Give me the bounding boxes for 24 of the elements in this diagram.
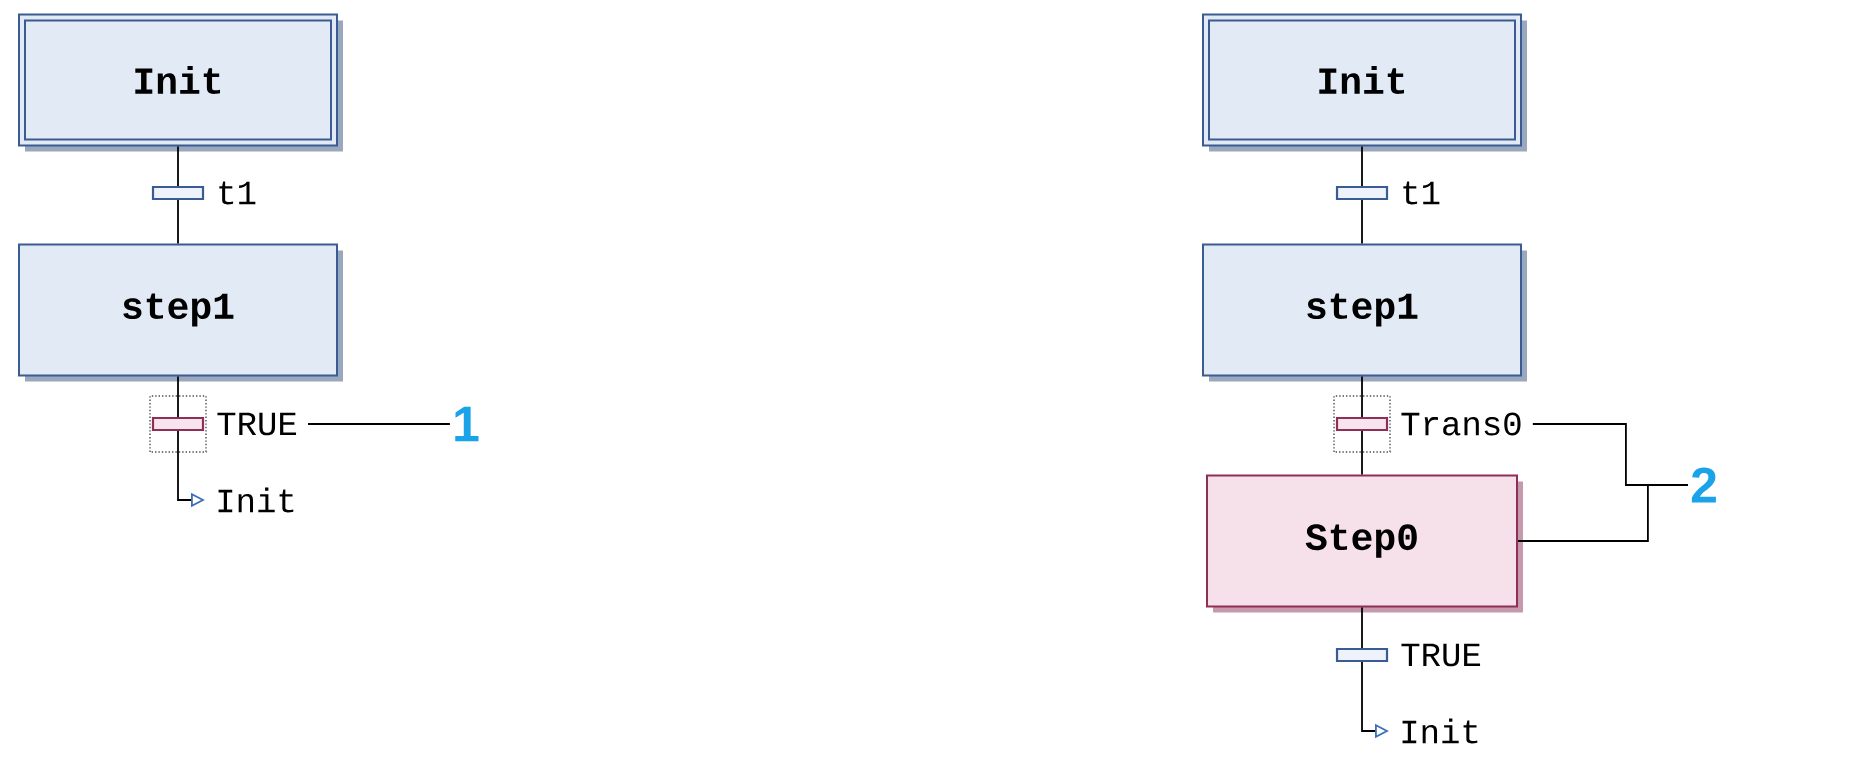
connector-line bbox=[177, 145, 179, 187]
jump-label: Init bbox=[218, 487, 294, 513]
jump-label: Init bbox=[1402, 718, 1478, 744]
connector-line bbox=[1361, 199, 1363, 245]
step-box: step1 bbox=[18, 243, 343, 382]
step-box: Step0 bbox=[1206, 474, 1523, 613]
transition-label: TRUE bbox=[217, 412, 297, 436]
initial-step-box: Init bbox=[18, 13, 343, 152]
transition-label: TRUE bbox=[1401, 643, 1481, 667]
connector-line bbox=[1361, 430, 1363, 476]
leader-line bbox=[307, 423, 451, 425]
connector-line bbox=[177, 199, 179, 245]
transition-label: t1 bbox=[219, 181, 256, 205]
initial-step-box: Init bbox=[1202, 13, 1527, 152]
connector-line bbox=[1361, 375, 1363, 418]
callout-number: 2 bbox=[1691, 467, 1716, 503]
transition-label: Trans0 bbox=[1401, 412, 1521, 436]
step-box: step1 bbox=[1202, 243, 1527, 382]
leader-line bbox=[1517, 484, 1689, 542]
connector-line bbox=[177, 375, 179, 418]
transition-label: t1 bbox=[1403, 181, 1440, 205]
connector-line bbox=[1361, 145, 1363, 187]
callout-number: 1 bbox=[455, 406, 479, 442]
connector-line bbox=[1361, 606, 1363, 649]
